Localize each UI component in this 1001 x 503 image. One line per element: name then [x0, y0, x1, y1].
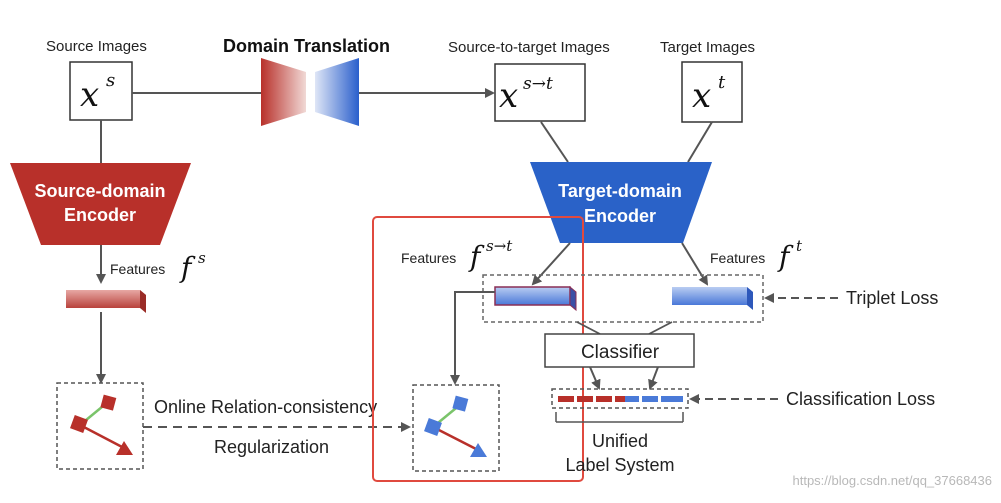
- source-encoder-label-line1: Source-domain: [34, 181, 165, 201]
- target-domain-encoder: Target-domain Encoder: [530, 162, 712, 243]
- source-feature-vector: [66, 290, 146, 313]
- features-label-source: Features: [110, 261, 165, 277]
- source-to-target-images-label: Source-to-target Images: [448, 39, 610, 56]
- xs-superscript: s: [106, 70, 115, 91]
- watermark: https://blog.csdn.net/qq_37668436: [793, 473, 993, 488]
- label-system-bracket: [555, 412, 684, 423]
- fst-superscript: s→t: [486, 237, 513, 255]
- relation-label-line1: Online Relation-consistency: [154, 397, 377, 417]
- classifier-box: Classifier: [544, 333, 695, 368]
- s2t-feature-vector: [494, 285, 577, 312]
- unified-label-line1: Unified: [592, 431, 648, 451]
- xs-symbol: x: [80, 75, 99, 115]
- classification-loss-label: Classification Loss: [786, 389, 935, 409]
- ft-superscript: t: [796, 237, 803, 255]
- target-relation-graph: [412, 384, 500, 472]
- arrow-encoder-to-target-features: [681, 242, 709, 286]
- target-feature-vector: [672, 287, 753, 310]
- fst-symbol: f: [468, 240, 485, 273]
- connector-target-to-encoder: [687, 121, 713, 163]
- target-encoder-label-line1: Target-domain: [558, 181, 682, 201]
- unified-label-vector: [558, 396, 683, 402]
- triplet-feature-group: [482, 274, 764, 323]
- connector-s2t-to-encoder: [540, 121, 569, 163]
- source-encoder-label-line2: Encoder: [64, 205, 136, 225]
- classifier-label: Classifier: [581, 342, 660, 363]
- connector-target-to-classifier: [648, 321, 673, 335]
- source-relation-graph: [56, 382, 144, 470]
- source-images-label: Source Images: [46, 38, 147, 55]
- triplet-loss-label: Triplet Loss: [846, 288, 938, 308]
- xst-symbol: x: [499, 76, 518, 116]
- fs-superscript: s: [198, 249, 206, 267]
- ft-symbol: f: [777, 240, 794, 273]
- xt-superscript: t: [718, 72, 726, 93]
- source-image-box: x s: [69, 61, 133, 121]
- domain-translation-label: Domain Translation: [223, 36, 390, 56]
- features-label-s2t: Features: [401, 250, 456, 266]
- domain-translation-network: [261, 58, 359, 126]
- source-to-target-image-box: x s→t: [494, 63, 586, 122]
- xst-superscript: s→t: [523, 74, 553, 94]
- features-label-target: Features: [710, 250, 765, 266]
- arrow-s2t-features-to-graph: [450, 291, 495, 385]
- target-encoder-label-line2: Encoder: [584, 206, 656, 226]
- arrow-encoder-to-s2t-features: [531, 242, 571, 286]
- arrow-classifier-to-labels-right: [648, 366, 659, 390]
- target-images-label: Target Images: [660, 39, 755, 56]
- connector-s2t-to-classifier: [576, 321, 601, 335]
- unified-label-line2: Label System: [565, 455, 674, 475]
- arrow-classifier-to-labels-left: [589, 366, 601, 390]
- xt-symbol: x: [692, 76, 711, 116]
- relation-label-line2: Regularization: [214, 437, 329, 457]
- target-image-box: x t: [681, 61, 743, 123]
- fs-symbol: f: [179, 251, 196, 284]
- source-domain-encoder: Source-domain Encoder: [10, 163, 191, 245]
